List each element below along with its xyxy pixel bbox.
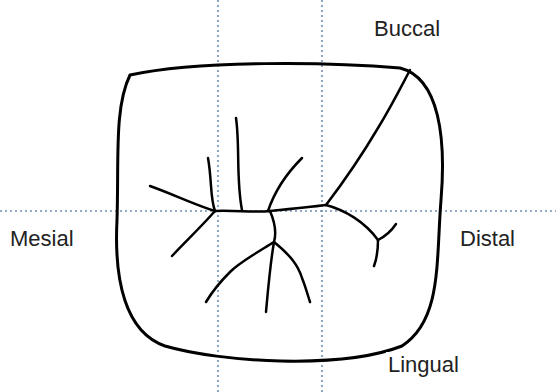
distobuccal-groove [326, 70, 410, 205]
groove [268, 158, 302, 211]
vertical-reference-line [321, 0, 323, 392]
tooth-outline [117, 64, 443, 362]
surface-label: Buccal [372, 16, 442, 42]
surface-label: Mesial [8, 226, 76, 252]
groove [150, 186, 215, 211]
surface-label: Lingual [386, 352, 461, 378]
groove [378, 224, 396, 240]
groove [236, 118, 242, 210]
distal-groove [326, 205, 378, 240]
surface-label: Distal [458, 226, 517, 252]
occlusal-grooves [150, 70, 410, 312]
lingual-groove [266, 211, 275, 312]
groove [274, 242, 310, 302]
vertical-reference-line [217, 0, 219, 392]
groove [172, 211, 215, 256]
groove [206, 242, 274, 302]
groove [374, 240, 378, 266]
groove [208, 158, 215, 211]
